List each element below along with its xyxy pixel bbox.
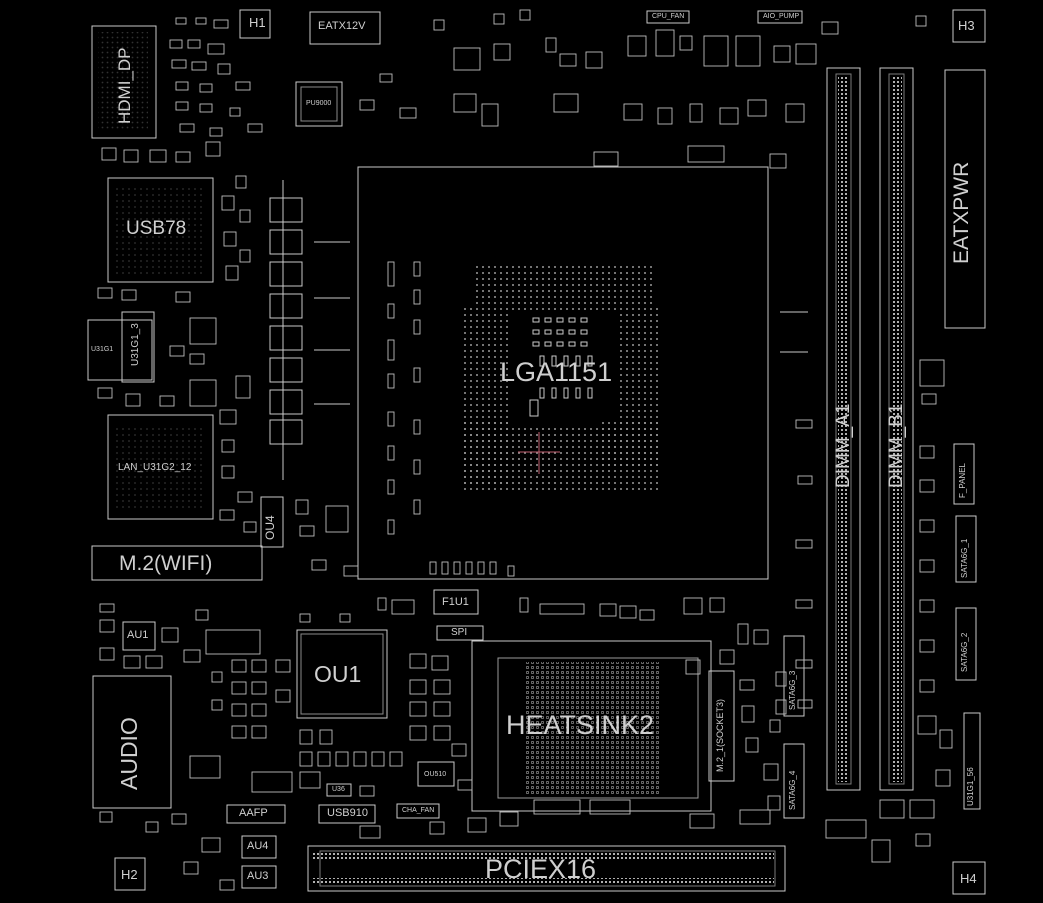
spi-label: SPI — [451, 627, 468, 638]
usb910-label: USB910 — [327, 807, 368, 819]
eatxpwr-label: EATXPWR — [950, 161, 973, 264]
u36-chip — [326, 783, 352, 797]
u31g1-56-header — [963, 712, 981, 810]
eatx12v-connector — [309, 11, 381, 45]
u31g1-56-label: U31G1_56 — [966, 767, 975, 806]
sata6g-2-label: SATA6G_2 — [960, 632, 969, 672]
ou510-label: OU510 — [424, 771, 447, 778]
f-panel-label: F_PANEL — [958, 463, 967, 498]
dimm-b1-label: DIMM_B1 — [886, 403, 907, 488]
usb78-label: USB78 — [126, 218, 187, 239]
u36-label: U36 — [332, 786, 345, 793]
aio-pump-header — [757, 10, 803, 24]
mount-hole-label-h1: H1 — [249, 15, 266, 30]
au4-chip — [241, 835, 277, 859]
aafp-label: AAFP — [239, 807, 268, 819]
u31g1-3-port — [87, 319, 153, 381]
hdmi-dp-port — [91, 25, 157, 139]
m2-socket3-slot — [708, 670, 735, 782]
hdmi-dp-label: HDMI_DP — [115, 47, 134, 124]
mount-hole-h4 — [952, 861, 986, 895]
usb910-header — [318, 804, 376, 824]
cpu-fan-header — [646, 10, 690, 24]
dimm-a1-slot — [826, 67, 861, 791]
au3-chip — [241, 865, 277, 889]
f-panel-header — [953, 443, 975, 505]
sata6g-1-label: SATA6G_1 — [960, 538, 969, 578]
dimm-a1-label: DIMM_A1 — [833, 403, 854, 488]
sata6g-3-label: SATA6G_3 — [788, 670, 797, 710]
pu9000-chip — [295, 81, 343, 127]
socket-crosshair — [518, 432, 560, 474]
chipset-bga — [526, 662, 660, 796]
heatsink2-outline — [471, 640, 712, 812]
sata6g-3-port — [783, 635, 805, 717]
lan-usb-label: LAN_U31G2_12 — [118, 462, 192, 473]
mount-hole-h3 — [952, 9, 986, 43]
cha-fan-header — [396, 803, 440, 819]
mount-hole-label-h2: H2 — [121, 867, 138, 882]
lga-socket-label: LGA1151 — [500, 357, 613, 387]
ou4-label: OU4 — [263, 515, 277, 540]
au1-chip — [122, 621, 156, 651]
usb78-port — [107, 177, 214, 283]
aafp-header — [226, 804, 286, 824]
ou510-chip — [417, 761, 455, 787]
cha-fan-label: CHA_FAN — [402, 807, 435, 814]
m2-wifi-label: M.2(WIFI) — [119, 552, 213, 575]
eatx12v-label: EATX12V — [318, 20, 366, 32]
ou4-chip — [260, 496, 284, 548]
audio-port — [92, 675, 172, 809]
au3-label: AU3 — [247, 870, 269, 882]
eatxpwr-connector — [944, 69, 986, 329]
cpu-socket-outline — [357, 166, 769, 580]
cpu-fan-label: CPU_FAN — [652, 13, 685, 20]
pu9000-label: PU9000 — [306, 100, 332, 107]
audio-label: AUDIO — [116, 717, 142, 790]
lan-usb-port — [107, 414, 214, 520]
u31g1-label: U31G1 — [91, 346, 114, 353]
pciex16-label: PCIEX16 — [485, 854, 597, 884]
sata6g-4-label: SATA6G_4 — [788, 770, 797, 810]
f1u1-chip — [433, 589, 479, 615]
mount-hole-h2 — [114, 857, 146, 891]
mount-hole-label-h4: H4 — [960, 871, 977, 886]
spi-header — [436, 625, 484, 641]
dimm-b1-slot — [879, 67, 914, 791]
sata6g-2-port — [955, 607, 977, 681]
m2-socket3-label: M.2_1(SOCKET3) — [715, 698, 725, 772]
mount-hole-label-h3: H3 — [958, 18, 975, 33]
pciex16-slot — [307, 845, 786, 892]
aio-pump-label: AIO_PUMP — [763, 13, 800, 20]
sata6g-4-port — [783, 743, 805, 819]
u31g1-3-label: U31G1_3 — [130, 323, 141, 366]
m2-wifi-slot — [91, 545, 263, 581]
au1-label: AU1 — [127, 629, 149, 641]
heatsink2-label: HEATSINK2 — [506, 710, 655, 740]
au4-label: AU4 — [247, 840, 269, 852]
f1u1-label: F1U1 — [442, 596, 469, 608]
ou1-label: OU1 — [314, 661, 362, 687]
ou1-chip — [296, 629, 388, 719]
sata6g-1-port — [955, 515, 977, 583]
mount-hole-h1 — [239, 9, 271, 39]
